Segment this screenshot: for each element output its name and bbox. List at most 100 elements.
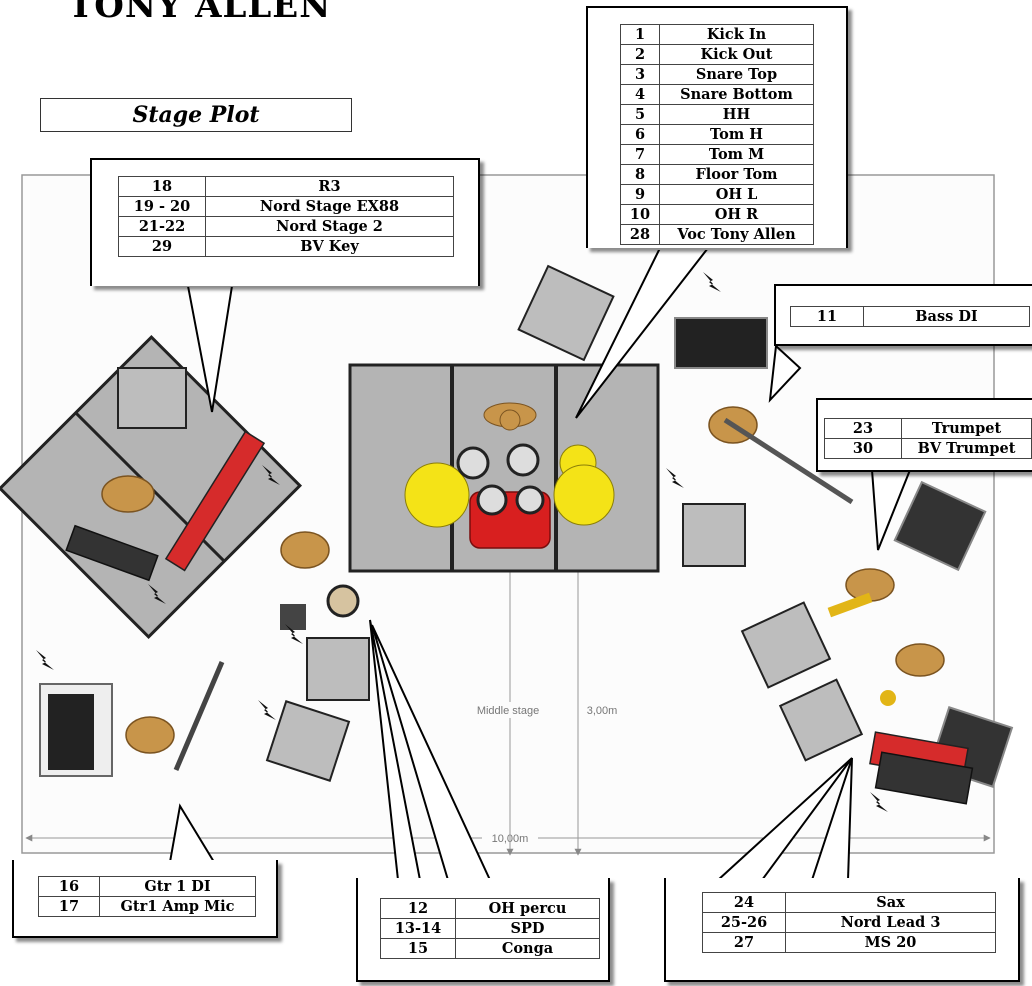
spd-pad bbox=[280, 604, 306, 630]
channel-number: 21-22 bbox=[118, 216, 206, 237]
channel-number: 29 bbox=[118, 236, 206, 257]
channel-name: MS 20 bbox=[785, 932, 996, 953]
channel-name: BV Key bbox=[205, 236, 454, 257]
channel-number: 16 bbox=[38, 876, 100, 897]
channel-name: BV Trumpet bbox=[901, 438, 1032, 459]
channel-number: 30 bbox=[824, 438, 902, 459]
channel-number: 11 bbox=[790, 306, 864, 327]
guitar bbox=[173, 661, 225, 771]
channel-name: Voc Tony Allen bbox=[659, 224, 814, 245]
bass-guitar bbox=[723, 417, 854, 505]
channel-name: Tom M bbox=[659, 144, 814, 165]
trumpet-amp bbox=[893, 480, 987, 572]
channel-number: 23 bbox=[824, 418, 902, 439]
tom-high bbox=[506, 443, 540, 477]
channel-number: 12 bbox=[380, 898, 456, 919]
bass-amp bbox=[674, 317, 768, 369]
channel-number: 2 bbox=[620, 44, 660, 65]
stage-depth-label: 3,00m bbox=[587, 705, 618, 717]
amplifiers bbox=[39, 317, 1014, 788]
channel-number: 25-26 bbox=[702, 912, 786, 933]
channel-name: OH L bbox=[659, 184, 814, 205]
snare bbox=[456, 446, 490, 480]
channel-name: HH bbox=[659, 104, 814, 125]
channel-number: 7 bbox=[620, 144, 660, 165]
channel-number: 9 bbox=[620, 184, 660, 205]
channel-number: 5 bbox=[620, 104, 660, 125]
channel-number: 4 bbox=[620, 84, 660, 105]
tom-mid bbox=[476, 484, 508, 516]
channel-number: 17 bbox=[38, 896, 100, 917]
stage-plot-label: Stage Plot bbox=[40, 98, 352, 132]
channel-name: Gtr1 Amp Mic bbox=[99, 896, 256, 917]
channel-name: Tom H bbox=[659, 124, 814, 145]
channel-name: Kick Out bbox=[659, 44, 814, 65]
channel-number: 18 bbox=[118, 176, 206, 197]
channel-name: Sax bbox=[785, 892, 996, 913]
keyboards bbox=[65, 430, 974, 805]
instruments bbox=[173, 417, 896, 771]
channel-number: 19 - 20 bbox=[118, 196, 206, 217]
ms20-synth bbox=[874, 751, 974, 805]
middle-stage-label: Middle stage bbox=[477, 705, 539, 717]
channel-number: 3 bbox=[620, 64, 660, 85]
channel-name: Nord Stage 2 bbox=[205, 216, 454, 237]
cymbal-right bbox=[553, 464, 615, 526]
channel-name: Nord Stage EX88 bbox=[205, 196, 454, 217]
r3-keyboard bbox=[65, 524, 159, 582]
channel-name: OH R bbox=[659, 204, 814, 225]
channel-name: Snare Top bbox=[659, 64, 814, 85]
channel-number: 10 bbox=[620, 204, 660, 225]
percussion-player bbox=[280, 531, 330, 569]
cymbal-left bbox=[404, 462, 470, 528]
channel-number: 28 bbox=[620, 224, 660, 245]
channel-name: Gtr 1 DI bbox=[99, 876, 256, 897]
channel-name: SPD bbox=[455, 918, 600, 939]
sax-player bbox=[895, 643, 945, 677]
channel-number: 1 bbox=[620, 24, 660, 45]
nord-stage-keyboard bbox=[164, 430, 266, 572]
monitor-wedges bbox=[117, 264, 864, 782]
channel-name: Conga bbox=[455, 938, 600, 959]
channel-number: 13-14 bbox=[380, 918, 456, 939]
conga bbox=[326, 584, 360, 618]
channel-name: Bass DI bbox=[863, 306, 1030, 327]
page-title: TONY ALLEN bbox=[68, 0, 332, 26]
